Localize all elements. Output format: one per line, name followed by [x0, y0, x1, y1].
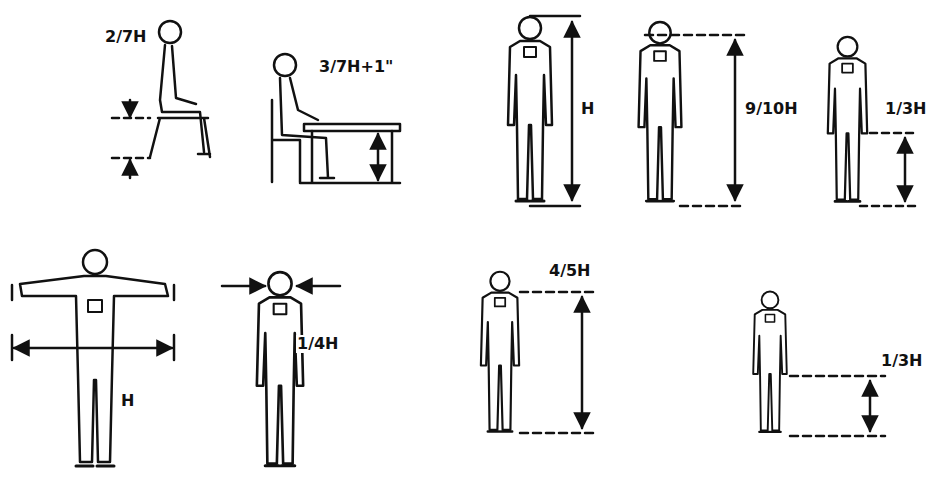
standing-figure — [222, 272, 340, 466]
dimension-label: 3/7H+1" — [318, 58, 394, 76]
dimension-label: 9/10H — [744, 100, 799, 118]
dimension-label: 1/3H — [880, 352, 924, 370]
standing-figure — [753, 292, 885, 436]
standing-figure — [481, 272, 595, 433]
seated-figure-table — [272, 54, 400, 183]
standing-figure — [639, 22, 745, 206]
dimension-label: 4/5H — [548, 262, 592, 280]
dimension-label: 1/4H — [296, 335, 340, 353]
arms-out-figure — [12, 250, 174, 466]
standing-figure — [508, 16, 580, 206]
dimension-label: 1/3H — [884, 100, 928, 118]
standing-figure — [828, 37, 915, 206]
dimension-label: 2/7H — [104, 28, 148, 46]
dimension-label: H — [580, 100, 595, 118]
dimension-label: H — [120, 392, 135, 410]
